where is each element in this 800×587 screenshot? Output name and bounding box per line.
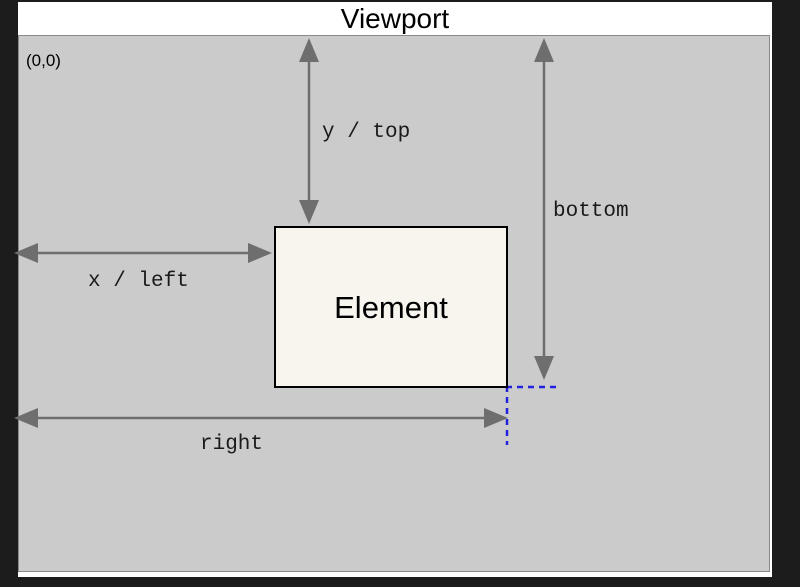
label-x-left: x / left xyxy=(88,270,189,293)
label-y-top: y / top xyxy=(322,121,411,144)
label-bottom: bottom xyxy=(553,200,629,223)
viewport-canvas: (0,0) xyxy=(18,35,770,572)
viewport-window: Viewport (0,0) xyxy=(18,2,772,577)
element-box: Element xyxy=(274,226,508,388)
element-box-label: Element xyxy=(334,289,448,325)
viewport-title: Viewport xyxy=(340,2,450,34)
viewport-titlebar: Viewport xyxy=(18,2,772,35)
label-right: right xyxy=(200,433,264,456)
origin-coordinate-label: (0,0) xyxy=(26,51,61,70)
